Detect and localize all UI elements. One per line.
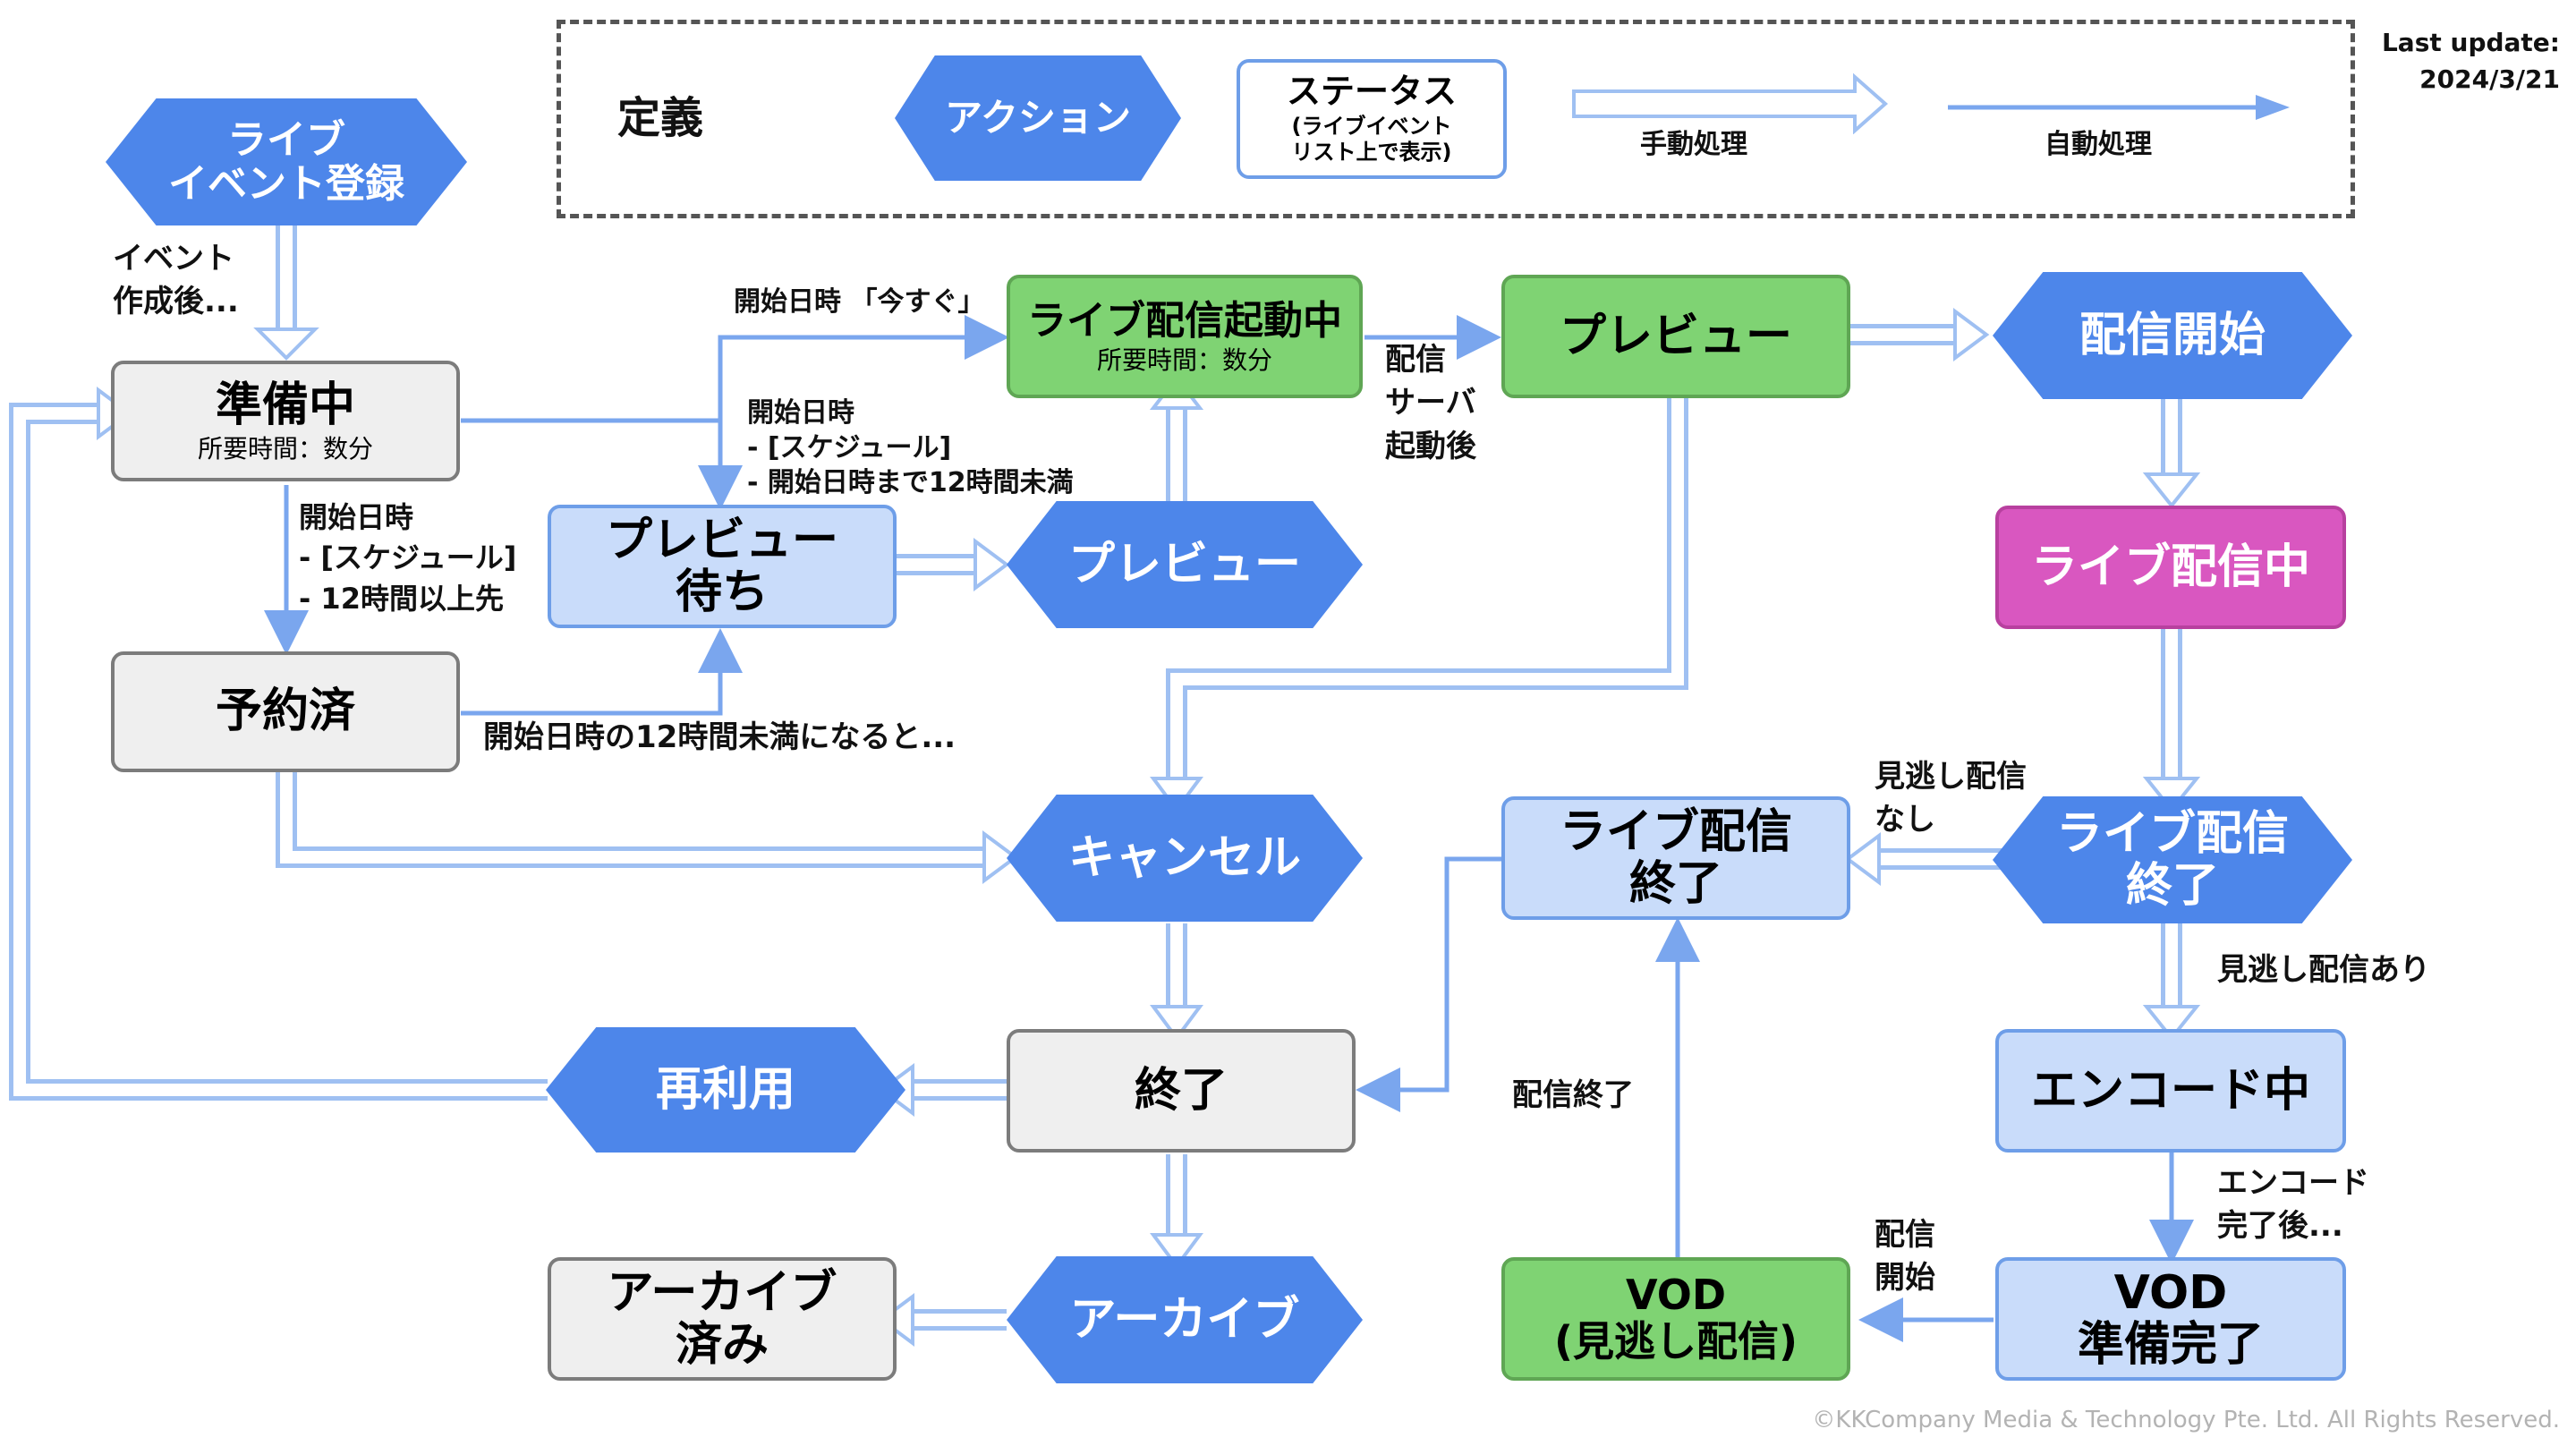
legend-action-hex: アクション [895, 55, 1181, 181]
legend-auto-arrow [1948, 95, 2290, 120]
arrow-endstatus-to-finished [1356, 856, 1501, 1112]
legend-title: 定義 [617, 93, 704, 143]
manual-arrows-inner [13, 224, 2178, 1326]
status-archived: アーカイブ 済み [548, 1257, 897, 1381]
label-sched-over12: 開始日時 - [スケジュール] - 12時間以上先 [299, 500, 517, 616]
label-server-up: 配信 サーバ 起動後 [1385, 342, 1476, 464]
status-launching: ライブ配信起動中 所要時間：数分 [1007, 275, 1363, 398]
status-vod-ready: VOD 準備完了 [1995, 1257, 2346, 1381]
label-no-catchup: 見逃し配信 なし [1875, 759, 2027, 838]
action-register: ライブ イベント登録 [106, 98, 467, 225]
label-after-encode: エンコード 完了後... [2217, 1165, 2369, 1245]
label-stream-end: 配信終了 [1512, 1077, 1634, 1113]
status-reserved: 予約済 [111, 651, 460, 772]
label-sched-under12: 開始日時 - [スケジュール] - 開始日時まで12時間未満 [747, 397, 1074, 498]
arrow-preparing-to-launching [461, 315, 1009, 423]
copyright: ©KKCompany Media & Technology Pte. Ltd. … [1812, 1407, 2560, 1433]
status-end-live: ライブ配信 終了 [1501, 796, 1850, 920]
status-preview-wait: プレビュー 待ち [548, 505, 897, 628]
legend-status-main: ステータス [1286, 71, 1457, 111]
last-update-label: Last update: [2381, 28, 2560, 57]
legend-status-sub: (ライブイベント リスト上で表示) [1291, 114, 1452, 166]
status-preparing-label: 準備中 [215, 378, 355, 432]
label-stream-start: 配信 開始 [1875, 1217, 1935, 1297]
legend-manual-arrow [1572, 72, 1889, 134]
legend-auto-label: 自動処理 [2045, 129, 2152, 160]
action-archive: アーカイブ [1007, 1256, 1363, 1383]
auto-arrows [264, 315, 2194, 1342]
legend-frame [557, 20, 2355, 218]
status-vod: VOD (見逃し配信) [1501, 1257, 1850, 1381]
status-encoding: エンコード中 [1995, 1029, 2346, 1153]
status-finished: 終了 [1007, 1029, 1356, 1153]
label-start-now: 開始日時 「今すぐ」 [734, 286, 985, 318]
manual-arrowheads [97, 308, 2201, 1347]
status-launching-label: ライブ配信起動中 [1027, 297, 1342, 344]
status-preparing: 準備中 所要時間：数分 [111, 361, 460, 481]
arrow-reserved-to-cancel [276, 771, 984, 868]
last-update-date: 2024/3/21 [2419, 64, 2560, 94]
last-update: Last update: 2024/3/21 [2382, 25, 2560, 98]
label-after-create: イベント 作成後... [113, 241, 239, 320]
action-cancel: キャンセル [1007, 795, 1363, 922]
status-launching-sub: 所要時間：数分 [1096, 344, 1272, 375]
status-live: ライブ配信中 [1995, 506, 2346, 629]
action-end-live: ライブ配信 終了 [1993, 796, 2352, 923]
label-with-catchup: 見逃し配信あり [2217, 952, 2430, 988]
status-preview: プレビュー [1501, 275, 1850, 398]
action-start-stream: 配信開始 [1993, 272, 2352, 399]
legend-manual-label: 手動処理 [1640, 129, 1747, 160]
status-preparing-sub: 所要時間：数分 [197, 433, 373, 464]
label-within12: 開始日時の12時間未満になると... [483, 719, 956, 755]
action-reuse: 再利用 [546, 1027, 905, 1153]
legend-status-box: ステータス (ライブイベント リスト上で表示) [1237, 59, 1507, 179]
action-preview: プレビュー [1007, 501, 1363, 628]
arrow-reserved-to-previewwait [461, 628, 743, 716]
